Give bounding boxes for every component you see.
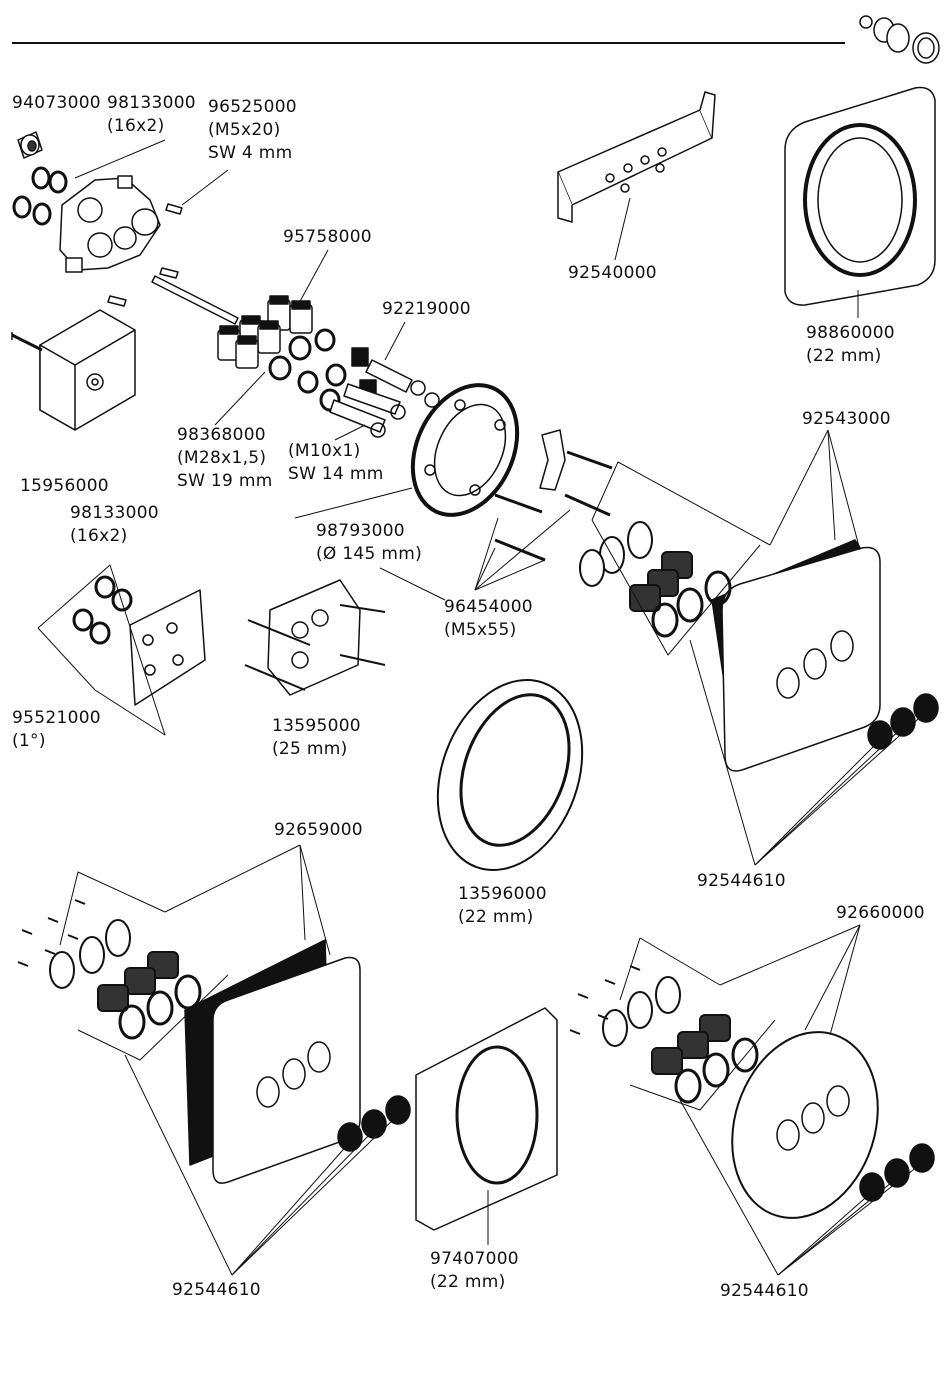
knobs-92544610-left: [337, 1095, 411, 1152]
part-number: 92544610: [172, 1280, 261, 1300]
label-98133000-upper: 98133000 (16x2): [107, 92, 196, 138]
label-96525000: 96525000 (M5x20) SW 4 mm: [208, 96, 297, 165]
part-number: 92659000: [274, 820, 363, 840]
adapters-92659000: [49, 919, 202, 1040]
spare-parts-icon: [859, 15, 940, 64]
part-spec: SW 4 mm: [208, 143, 293, 163]
part-spec: (M10x1): [288, 441, 361, 461]
square-trim-92659000: [184, 939, 361, 1184]
label-92540000: 92540000: [568, 262, 657, 285]
part-spec: (M5x20): [208, 120, 281, 140]
part-number: 98368000: [177, 425, 266, 445]
label-92659000: 92659000: [274, 819, 363, 842]
rosette-plate-98793000: [410, 383, 520, 517]
part-number: 98793000: [316, 521, 405, 541]
extension-13595000: [244, 579, 386, 696]
plaster-guard-15956000: [11, 309, 136, 431]
part-number: 96525000: [208, 97, 297, 117]
part-number: 94073000: [12, 93, 101, 113]
adapters-92660000: [602, 976, 759, 1104]
part-number: 92219000: [382, 299, 471, 319]
part-spec: (1°): [12, 731, 46, 751]
part-number: 92660000: [836, 903, 925, 923]
label-95521000: 95521000 (1°): [12, 707, 101, 753]
square-trim-92543000: [711, 539, 881, 772]
part-number: 98133000: [107, 93, 196, 113]
label-92544610-left: 92544610: [172, 1279, 261, 1302]
part-number: 95758000: [283, 227, 372, 247]
label-97407000: 97407000 (22 mm): [430, 1248, 519, 1294]
screw-96525000: [107, 203, 183, 307]
part-spec: (16x2): [70, 526, 128, 546]
part-number: 13596000: [458, 884, 547, 904]
valve-body: [59, 175, 161, 273]
label-92544610-middle: 92544610: [697, 870, 786, 893]
square-rosette-97407000: [415, 1007, 558, 1231]
spindle-rod: [151, 275, 239, 325]
label-98133000-lower: 98133000 (16x2): [70, 502, 159, 548]
label-92543000: 92543000: [802, 408, 891, 431]
mounting-frame-92540000: [557, 91, 716, 223]
part-number: 92543000: [802, 409, 891, 429]
part-spec: (22 mm): [458, 907, 534, 927]
part-spec: SW 19 mm: [177, 471, 273, 491]
round-trim-92660000: [731, 1031, 879, 1219]
part-number: 98133000: [70, 503, 159, 523]
part-spec: (22 mm): [430, 1272, 506, 1292]
part-number: 92544610: [697, 871, 786, 891]
screws-96454000: [494, 450, 613, 562]
part-spec: (M28x1,5): [177, 448, 267, 468]
cartridge-group-95758000: [217, 295, 313, 369]
o-rings-lower: [72, 575, 133, 645]
plate-95521000: [129, 589, 206, 706]
leader-lines: [37, 139, 927, 1276]
label-96454000: 96454000 (M5x55): [444, 596, 533, 642]
nuts-98368000: [268, 328, 347, 412]
label-92544610-right: 92544610: [720, 1280, 809, 1303]
part-number: 96454000: [444, 597, 533, 617]
round-rosette-13596000: [436, 679, 584, 871]
part-spec: (25 mm): [272, 739, 348, 759]
square-rosette-98860000: [784, 86, 936, 306]
label-95758000: 95758000: [283, 226, 372, 249]
label-13595000: 13595000 (25 mm): [272, 715, 361, 761]
label-m10x1: (M10x1) SW 14 mm: [288, 440, 384, 486]
adapters-92543000: [579, 521, 732, 638]
part-spec: SW 14 mm: [288, 464, 384, 484]
part-spec: (Ø 145 mm): [316, 544, 423, 564]
label-92219000: 92219000: [382, 298, 471, 321]
knobs-92544610-right: [867, 693, 939, 750]
label-98860000: 98860000 (22 mm): [806, 322, 895, 368]
part-number: 13595000: [272, 716, 361, 736]
bracket: [539, 429, 566, 491]
label-98368000: 98368000 (M28x1,5) SW 19 mm: [177, 424, 273, 493]
part-number: 92544610: [720, 1281, 809, 1301]
small-screws-left: [17, 899, 86, 967]
cap-94073000: [17, 131, 43, 159]
part-number: 15956000: [20, 476, 109, 496]
part-number: 97407000: [430, 1249, 519, 1269]
part-spec: (22 mm): [806, 346, 882, 366]
o-rings-upper: [12, 166, 68, 226]
part-number: 95521000: [12, 708, 101, 728]
part-number: 92540000: [568, 263, 657, 283]
part-spec: (M5x55): [444, 620, 517, 640]
label-13596000: 13596000 (22 mm): [458, 883, 547, 929]
label-94073000: 94073000: [12, 92, 101, 115]
label-92660000: 92660000: [836, 902, 925, 925]
part-spec: (16x2): [107, 116, 165, 136]
extensions-92219000: [329, 347, 440, 438]
label-15956000: 15956000: [20, 475, 109, 498]
small-screws-right: [569, 965, 641, 1035]
label-98793000: 98793000 (Ø 145 mm): [316, 520, 422, 566]
part-number: 98860000: [806, 323, 895, 343]
